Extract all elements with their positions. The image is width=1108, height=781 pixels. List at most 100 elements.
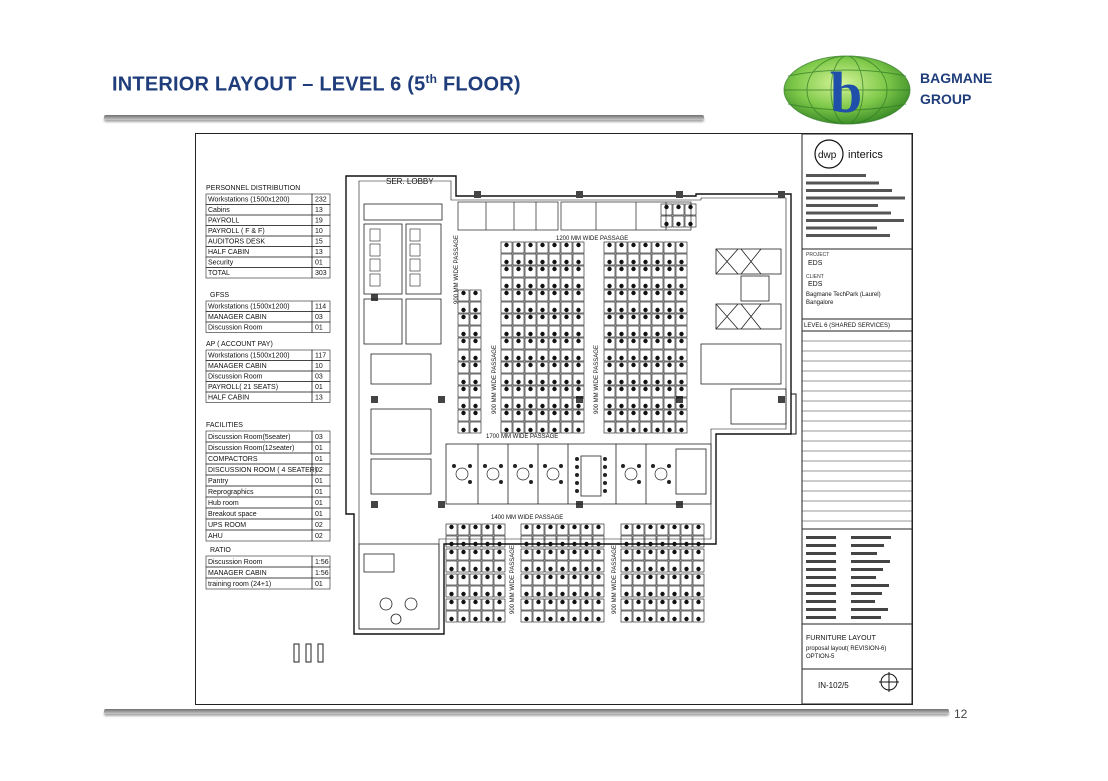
table-row-label: HALF CABIN [208,249,249,256]
table-row-label: Workstations (1500x1200) [208,353,290,360]
level-label: LEVEL 6 (SHARED SERVICES) [804,323,890,329]
svg-text:EDS: EDS [808,281,823,288]
footer-rule [104,709,949,714]
passage-labels: 1200 MM WIDE PASSAGE 1700 MM WIDE PASSAG… [454,235,628,614]
table-row-value: 1:56 [315,559,329,566]
svg-text:Bagmane TechPark (Laurel): Bagmane TechPark (Laurel) [806,292,881,298]
svg-text:900 MM WIDE PASSAGE: 900 MM WIDE PASSAGE [594,345,600,414]
svg-text:PROJECT: PROJECT [806,252,829,258]
service-core [363,203,443,495]
svg-text:CLIENT: CLIENT [806,274,824,280]
ratio-heading: RATIO [210,547,231,554]
table-row-value: 02 [315,522,323,529]
table-row-label: Reprographics [208,489,254,496]
svg-text:1400 MM WIDE PASSAGE: 1400 MM WIDE PASSAGE [491,515,563,521]
table-row-value: 114 [315,304,326,311]
table-row-label: Hub room [208,500,239,507]
table-row-label: MANAGER CABIN [208,570,267,577]
meeting-room-band [445,443,712,505]
table-row-label: training room (24+1) [208,581,271,588]
table-row-label: TOTAL [208,270,230,277]
svg-text:1200 MM WIDE PASSAGE: 1200 MM WIDE PASSAGE [556,236,628,242]
brand-name: BAGMANE GROUP [920,70,993,107]
table-row-value: 117 [315,353,326,360]
table-row-value: 1:56 [315,570,329,577]
bagmane-globe-logo: b [783,55,911,125]
svg-text:1700 MM WIDE PASSAGE: 1700 MM WIDE PASSAGE [486,434,558,440]
table-row-value: 03 [315,374,323,381]
table-row-label: Discussion Room [208,559,263,566]
svg-text:proposal layout( REVISION-6): proposal layout( REVISION-6) [806,646,886,652]
svg-text:900 MM WIDE PASSAGE: 900 MM WIDE PASSAGE [612,545,618,614]
table-row-label: Workstations (1500x1200) [208,304,290,311]
table-row-value: 01 [315,500,323,507]
table-row-label: AHU [208,533,223,540]
table-row-value: 13 [315,249,323,256]
column-posts [293,643,324,663]
table-row-label: Security [208,260,234,267]
table-row-value: 10 [315,228,323,235]
table-row-value: 01 [315,456,323,463]
firm-name: interics [848,149,883,161]
table-row-value: 01 [315,581,323,588]
page-number: 12 [954,707,968,721]
table-row-label: PAYROLL( 21 SEATS) [208,384,278,391]
personnel-heading: PERSONNEL DISTRIBUTION [206,185,300,192]
floor-plan-drawing: PERSONNEL DISTRIBUTION Workstations (150… [195,133,913,705]
table-row-label: PAYROLL ( F & F) [208,228,265,235]
table-row-value: 01 [315,445,323,452]
table-row-label: UPS ROOM [208,522,246,529]
table-row-value: 303 [315,270,327,277]
table-row-label: Discussion Room(12seater) [208,445,294,452]
table-row-value: 01 [315,489,323,496]
table-row-value: 10 [315,363,323,370]
ap-heading: AP ( ACCOUNT PAY) [206,341,273,348]
table-row-label: MANAGER CABIN [208,314,267,321]
table-row-value: 01 [315,511,323,518]
table-row-value: 02 [315,533,323,540]
structural-columns [371,191,785,508]
table-row-label: Pantry [208,478,229,485]
table-row-value: 01 [315,478,323,485]
building-outline [345,175,797,635]
table-row-label: Breakout space [208,511,257,518]
title-underline [104,115,704,120]
service-lobby-label: SER. LOBBY [386,177,434,186]
svg-text:OPTION-5: OPTION-5 [806,654,835,660]
top-cabin-row [457,201,692,231]
svg-text:900 MM WIDE PASSAGE: 900 MM WIDE PASSAGE [510,545,516,614]
table-row-value: 01 [315,260,323,267]
table-row-value: 19 [315,218,323,225]
title-block: dwp interics PROJECT EDS CLIENT EDS Bagm… [801,133,913,705]
lift-core [700,248,787,425]
table-row-label: Discussion Room(5seater) [208,434,290,441]
table-row-value: 03 [315,434,323,441]
table-row-label: MANAGER CABIN [208,363,267,370]
table-row-label: AUDITORS DESK [208,239,265,246]
table-row-value: 01 [315,325,323,332]
svg-text:900 MM WIDE PASSAGE: 900 MM WIDE PASSAGE [492,345,498,414]
table-row-value: 13 [315,207,323,214]
table-row-label: Discussion Room [208,325,263,332]
svg-text:b: b [830,60,862,125]
table-row-label: HALF CABIN [208,395,249,402]
table-row-value: 03 [315,314,323,321]
svg-text:EDS: EDS [808,260,823,267]
table-row-label: Cabins [208,207,230,214]
sheet-title: FURNITURE LAYOUT [806,635,877,642]
table-row-value: 15 [315,239,323,246]
gfss-heading: GFSS [210,292,229,299]
table-row-label: Discussion Room [208,374,263,381]
breakout-area [358,543,440,630]
table-row-value: 02 [315,467,323,474]
firm-short: dwp [818,150,837,161]
table-row-label: DISCUSSION ROOM ( 4 SEATER) [208,467,317,474]
toilet-fixtures [369,228,421,287]
table-row-label: PAYROLL [208,218,239,225]
facilities-heading: FACILITIES [206,422,243,429]
